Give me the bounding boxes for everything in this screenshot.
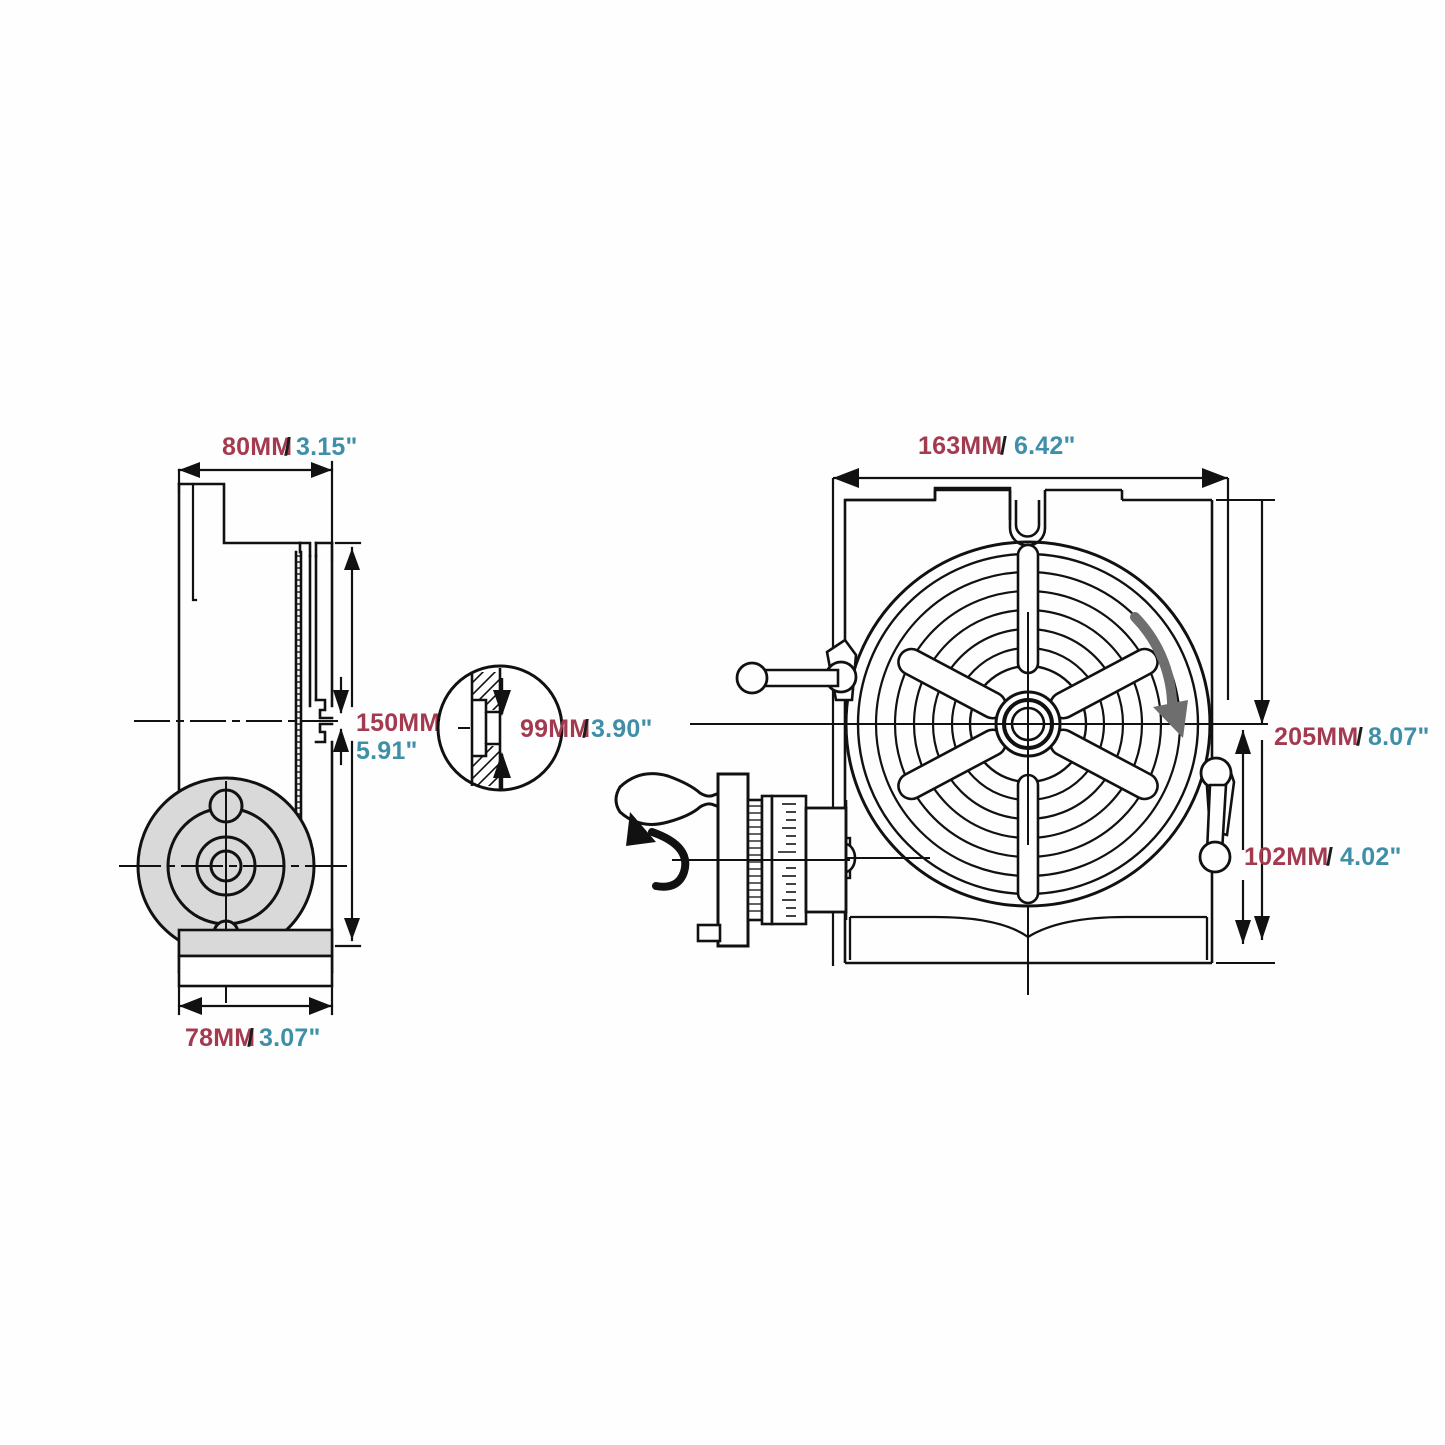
dimension-arrows-slot-side xyxy=(333,676,349,766)
dimension-label-163mm-mm: 163MM xyxy=(918,432,1002,460)
t-slot-lug xyxy=(314,698,334,744)
dimension-line-78mm xyxy=(177,984,334,1016)
dimension-label-102mm-inch: 4.02" xyxy=(1340,843,1402,871)
dimension-label-80mm-mm: 80MM xyxy=(222,433,292,461)
clamp-lever-upper-left xyxy=(735,638,858,702)
dimension-label-80mm-sep: / xyxy=(284,433,291,461)
dial-graduations xyxy=(778,803,796,917)
dimension-label-99mm-inch: 3.90" xyxy=(591,715,653,743)
detail-section-view-group xyxy=(436,664,564,792)
side-view-group xyxy=(119,460,362,1016)
dimension-label-102mm-mm: 102MM xyxy=(1244,843,1328,871)
dimension-label-150mm-inch: 5.91" xyxy=(356,737,418,765)
front-view-group xyxy=(614,468,1275,995)
dimension-label-150mm-mm: 150MM/ xyxy=(356,709,448,737)
dimension-label-205mm-sep: / xyxy=(1356,723,1363,751)
dimension-label-99mm-sep: / xyxy=(582,715,589,743)
platter-radial-slots xyxy=(897,543,1159,905)
knurl-teeth xyxy=(295,555,302,839)
dimension-line-80mm xyxy=(177,460,334,562)
dimension-label-205mm-inch: 8.07" xyxy=(1368,723,1430,751)
handwheel-rotation-arrow xyxy=(626,812,690,891)
dimension-label-78mm-mm: 78MM xyxy=(185,1024,255,1052)
dimension-label-163mm-sep: / xyxy=(1000,432,1007,460)
dimension-line-150mm xyxy=(334,541,362,948)
dimension-arrows-99mm xyxy=(493,678,511,790)
dimension-label-78mm-sep: / xyxy=(247,1024,254,1052)
dimension-label-80mm-inch: 3.15" xyxy=(296,433,358,461)
side-view-base xyxy=(177,928,334,988)
dimension-label-99mm-mm: 99MM xyxy=(520,715,590,743)
handwheel-assembly xyxy=(614,772,850,948)
clamp-lever-lower-right xyxy=(1198,756,1236,874)
dimension-label-78mm-inch: 3.07" xyxy=(259,1024,321,1052)
table-rotation-arrow xyxy=(1130,612,1188,738)
dimension-label-205mm-mm: 205MM xyxy=(1274,723,1358,751)
dimension-line-205mm xyxy=(1216,499,1275,964)
dimension-label-163mm-inch: 6.42" xyxy=(1014,432,1076,460)
dimension-line-102mm xyxy=(1235,730,1251,944)
dimension-label-102mm-sep: / xyxy=(1326,843,1333,871)
side-view-body xyxy=(177,482,334,974)
